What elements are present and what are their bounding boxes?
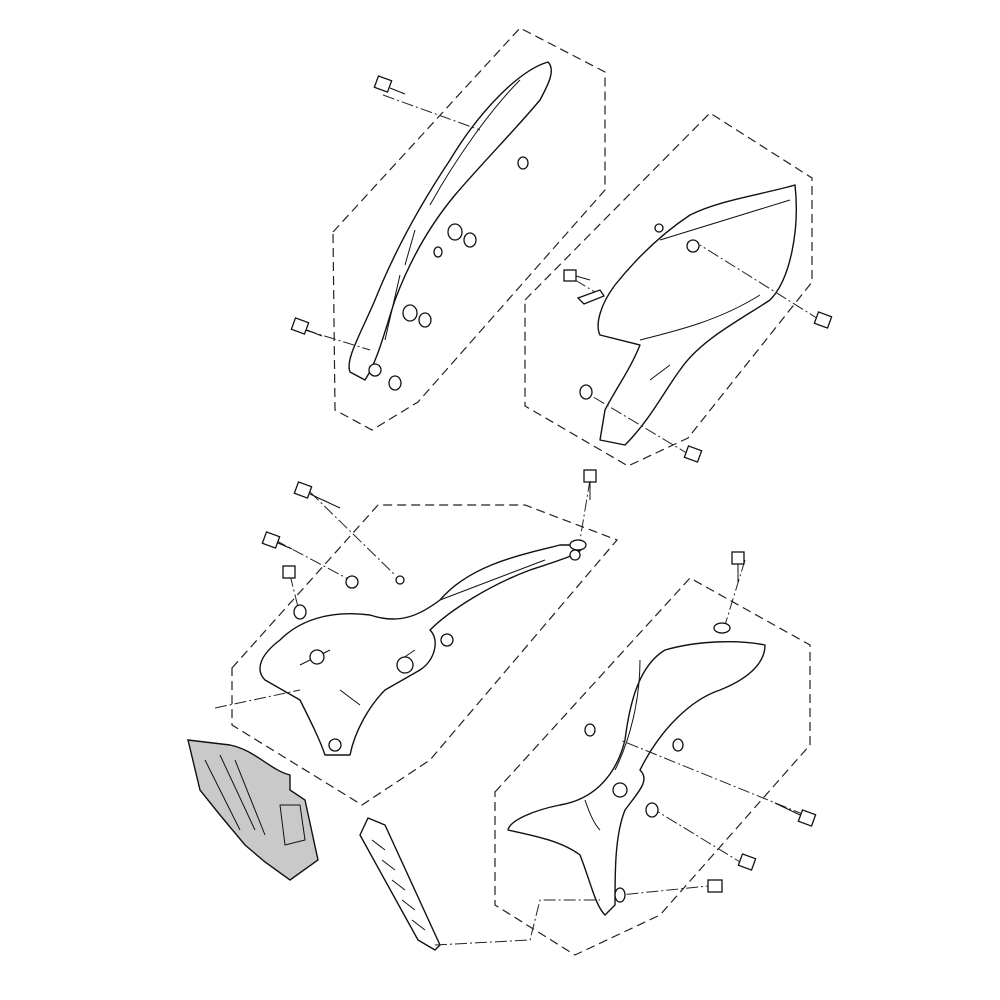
grommet-icon[interactable] (440, 633, 454, 647)
bolt-icon[interactable] (683, 445, 703, 463)
group-outline-upper-right (524, 112, 813, 467)
washer-icon[interactable] (713, 622, 731, 634)
radiator-louver-icon[interactable] (359, 817, 441, 951)
washer-icon[interactable] (433, 246, 443, 258)
group-outline-lower-right (494, 577, 811, 956)
bolt-icon[interactable] (373, 75, 406, 95)
bolt-icon[interactable] (261, 531, 293, 550)
group-outline-middle (231, 504, 619, 806)
bolt-icon[interactable] (731, 551, 745, 582)
collar-icon[interactable] (463, 232, 477, 248)
radiator-guard-grey-icon[interactable] (187, 739, 319, 881)
bolt-icon[interactable] (813, 311, 833, 329)
collar-icon[interactable] (645, 802, 659, 818)
grommet-icon[interactable] (654, 223, 664, 233)
bolt-icon[interactable] (707, 879, 723, 893)
shroud-icon[interactable] (507, 641, 766, 916)
group-outline-upper-left (332, 27, 606, 431)
bolt-icon[interactable] (290, 317, 323, 337)
grommet-icon[interactable] (402, 304, 418, 322)
grommet-icon[interactable] (579, 384, 593, 400)
bracket-icon[interactable] (259, 544, 586, 756)
collar-icon[interactable] (672, 738, 684, 752)
grommet-icon[interactable] (517, 156, 529, 170)
washer-icon[interactable] (388, 375, 402, 391)
bolt-icon[interactable] (293, 481, 341, 509)
grommet-icon[interactable] (584, 723, 596, 737)
bolt-icon[interactable] (282, 565, 296, 579)
bolt-icon[interactable] (737, 853, 757, 871)
side-panel-icon[interactable] (597, 184, 797, 446)
leader-lines (214, 94, 821, 946)
side-cover-panel-icon[interactable] (348, 61, 552, 381)
collar-icon[interactable] (293, 604, 307, 620)
bolt-icon[interactable] (563, 269, 591, 282)
collar-icon[interactable] (418, 312, 432, 328)
washer-icon[interactable] (569, 539, 587, 551)
grommet-icon[interactable] (395, 575, 405, 585)
washer-icon[interactable] (614, 887, 626, 903)
grommet-icon[interactable] (447, 223, 463, 241)
collar-icon[interactable] (345, 575, 359, 589)
bolt-icon[interactable] (774, 802, 817, 827)
clip-icon[interactable] (576, 289, 605, 305)
bolt-icon[interactable] (583, 469, 597, 500)
